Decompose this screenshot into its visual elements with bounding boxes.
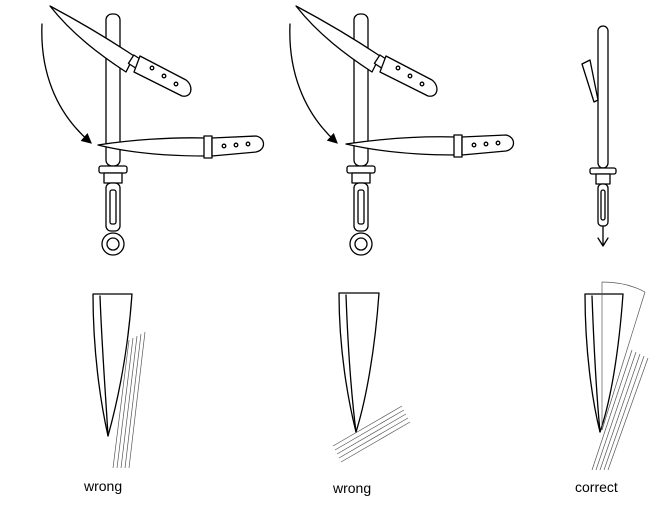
motion-arrow-1 [41,23,92,144]
knife-lower-1 [97,135,265,159]
caption-correct: correct [575,479,618,495]
steel-lines-2 [332,405,411,463]
caption-wrong-1: wrong [84,478,123,494]
honing-steel-3 [589,25,617,247]
steel-lines-1 [112,331,146,469]
panel-1-steel-and-knives [41,5,265,256]
cross-section-1 [92,293,146,469]
panel-2-steel-and-knives [289,5,515,256]
cross-section-2 [332,292,411,463]
knife-lower-2 [345,134,515,158]
steel-lines-3 [591,349,649,471]
cross-section-3 [584,281,649,471]
motion-arrow-2 [289,23,338,144]
panel-3-steel-and-blade [581,25,617,247]
knife-upper-1 [49,5,192,97]
angle-guide-3 [601,281,646,431]
caption-wrong-2: wrong [333,480,372,496]
knife-upper-2 [295,5,438,97]
blade-edge-on-steel [581,59,599,103]
